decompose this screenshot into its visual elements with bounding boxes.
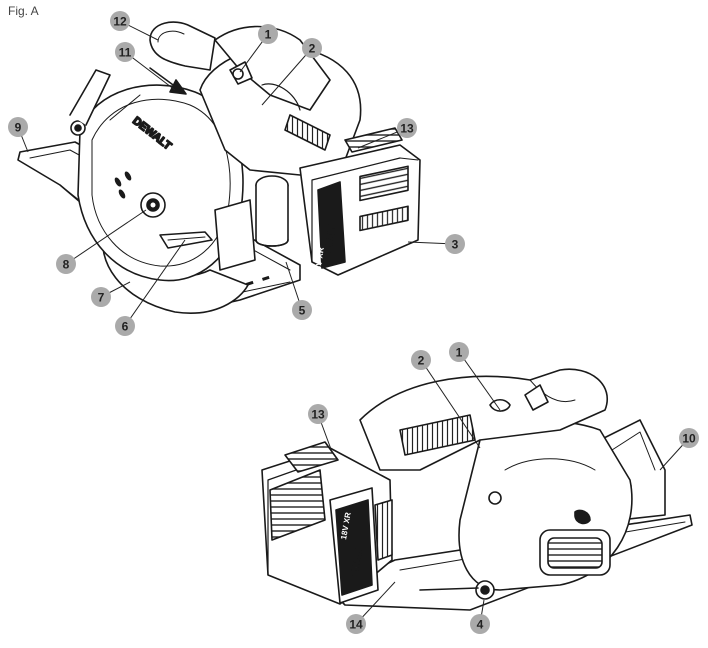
main-handle: [214, 25, 331, 111]
battery-marking-top: 18V XR: [313, 247, 326, 276]
svg-text:3: 3: [452, 238, 459, 252]
callout-top-7: 7: [91, 287, 111, 307]
callout-bot-1: 1: [449, 342, 469, 362]
svg-text:9: 9: [15, 121, 22, 135]
svg-text:1: 1: [265, 28, 272, 42]
callout-bot-13: 13: [308, 404, 328, 424]
callout-bot-10: 10: [679, 428, 699, 448]
callout-top-6: 6: [115, 316, 135, 336]
svg-text:11: 11: [119, 46, 132, 60]
callout-top-12: 12: [110, 11, 130, 31]
callout-top-8: 8: [56, 254, 76, 274]
svg-text:2: 2: [418, 354, 425, 368]
callout-top-9: 9: [8, 117, 28, 137]
svg-text:13: 13: [400, 122, 414, 136]
svg-text:13: 13: [311, 408, 325, 422]
svg-text:4: 4: [477, 618, 484, 632]
guard-retract-lever: [159, 231, 213, 249]
callout-top-1: 1: [258, 24, 278, 44]
svg-text:6: 6: [122, 320, 129, 334]
callout-top-13: 13: [397, 118, 417, 138]
callout-bot-14: 14: [346, 614, 366, 634]
bottom-saw-illustration: DEWALT: [261, 368, 693, 611]
callout-top-5: 5: [292, 300, 312, 320]
callout-bot-2: 2: [411, 350, 431, 370]
svg-text:8: 8: [63, 258, 70, 272]
svg-text:2: 2: [309, 42, 316, 56]
callout-top-11: 11: [115, 42, 135, 62]
svg-text:12: 12: [113, 15, 127, 29]
svg-text:5: 5: [299, 304, 306, 318]
callouts: 12 1 2 11 9 13 3 8: [8, 11, 699, 634]
front-handle: [149, 21, 216, 71]
figure-caption: Fig. A: [8, 4, 39, 18]
svg-text:14: 14: [349, 618, 363, 632]
svg-text:7: 7: [98, 291, 105, 305]
svg-text:1: 1: [456, 346, 463, 360]
top-saw-illustration: DEWALT: [17, 21, 421, 314]
svg-text:10: 10: [682, 432, 696, 446]
callout-bot-4: 4: [470, 614, 490, 634]
callout-top-3: 3: [445, 234, 465, 254]
callout-top-2: 2: [302, 38, 322, 58]
